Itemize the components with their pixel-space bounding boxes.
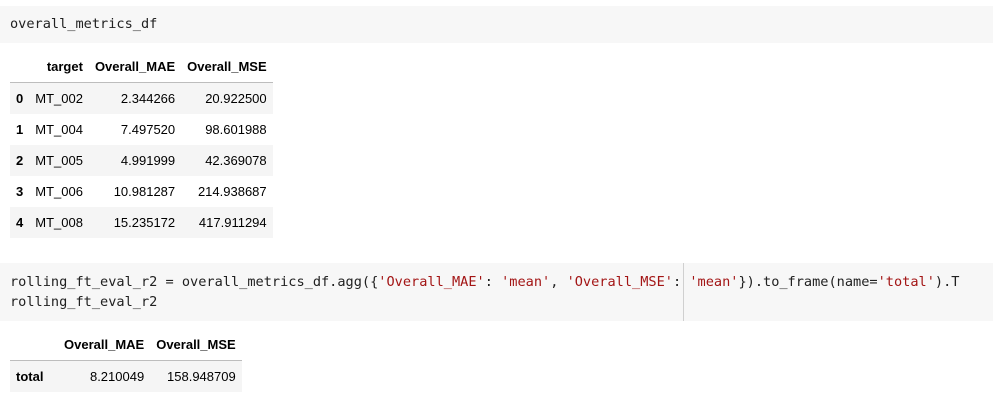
cell-target: MT_002 <box>35 91 83 106</box>
cell-mse: 214.938687 <box>197 184 267 199</box>
table-row: total 8.210049 158.948709 <box>10 360 242 392</box>
index-header <box>10 329 58 361</box>
table-header-row: Overall_MAE Overall_MSE <box>10 329 242 361</box>
dataframe-output-2: Overall_MAE Overall_MSE total 8.210049 1… <box>10 329 242 392</box>
cell-target: MT_005 <box>35 153 83 168</box>
code-cell-2[interactable]: rolling_ft_eval_r2 = overall_metrics_df.… <box>0 263 993 321</box>
cell-target: MT_004 <box>35 122 83 137</box>
cell-mse: 20.922500 <box>205 91 267 106</box>
row-index: 2 <box>16 153 24 168</box>
string-token: 'mean' <box>501 274 551 290</box>
code-token: : <box>672 274 690 290</box>
dataframe-output-1: target Overall_MAE Overall_MSE 0 MT_002 … <box>10 51 273 238</box>
cell-mse: 98.601988 <box>205 122 267 137</box>
row-index: 0 <box>16 91 24 106</box>
cell-mse: 158.948709 <box>167 369 236 384</box>
column-header-overall-mae: Overall_MAE <box>88 51 182 83</box>
column-header-overall-mse: Overall_MSE <box>150 329 242 361</box>
code-token: : <box>484 274 502 290</box>
cell-target: MT_008 <box>35 215 83 230</box>
cell-mae: 7.497520 <box>120 122 176 137</box>
string-token: 'total' <box>877 274 935 290</box>
code-token: ).T <box>934 274 960 290</box>
column-header-overall-mae: Overall_MAE <box>58 329 151 361</box>
string-token: 'Overall_MAE' <box>378 274 485 290</box>
cell-mae: 4.991999 <box>120 153 176 168</box>
table-header-row: target Overall_MAE Overall_MSE <box>10 51 273 83</box>
cell-target: MT_006 <box>35 184 83 199</box>
text-cursor-guide <box>683 263 684 321</box>
row-index: 1 <box>16 122 24 137</box>
code-token: , <box>550 274 567 290</box>
row-index: 4 <box>16 215 24 230</box>
string-token: 'mean' <box>689 274 739 290</box>
cell-mae: 8.210049 <box>89 369 145 384</box>
code-line: rolling_ft_eval_r2 <box>10 294 158 310</box>
cell-mse: 417.911294 <box>198 215 267 230</box>
row-index: 3 <box>16 184 24 199</box>
code-token: rolling_ft_eval_r2 = overall_metrics_df.… <box>10 274 379 290</box>
string-token: 'Overall_MSE' <box>566 274 673 290</box>
cell-mse: 42.369078 <box>205 153 267 168</box>
table-row: 4 MT_008 15.235172 417.911294 <box>10 207 273 238</box>
cell-mae: 2.344266 <box>120 91 176 106</box>
column-header-overall-mse: Overall_MSE <box>181 51 273 83</box>
column-header-target: target <box>29 51 89 83</box>
code-line: rolling_ft_eval_r2 = overall_metrics_df.… <box>10 272 993 292</box>
table-row: 2 MT_005 4.991999 42.369078 <box>10 145 273 176</box>
cell-mae: 15.235172 <box>113 215 176 230</box>
index-header <box>10 51 30 83</box>
cell-mae: 10.981287 <box>113 184 176 199</box>
table-row: 1 MT_004 7.497520 98.601988 <box>10 114 273 145</box>
code-token: }).to_frame(name= <box>738 274 878 290</box>
row-index: total <box>16 369 44 384</box>
code-cell-1[interactable]: overall_metrics_df <box>0 6 993 43</box>
table-row: 0 MT_002 2.344266 20.922500 <box>10 82 273 114</box>
table-row: 3 MT_006 10.981287 214.938687 <box>10 176 273 207</box>
code-line: overall_metrics_df <box>10 16 158 32</box>
